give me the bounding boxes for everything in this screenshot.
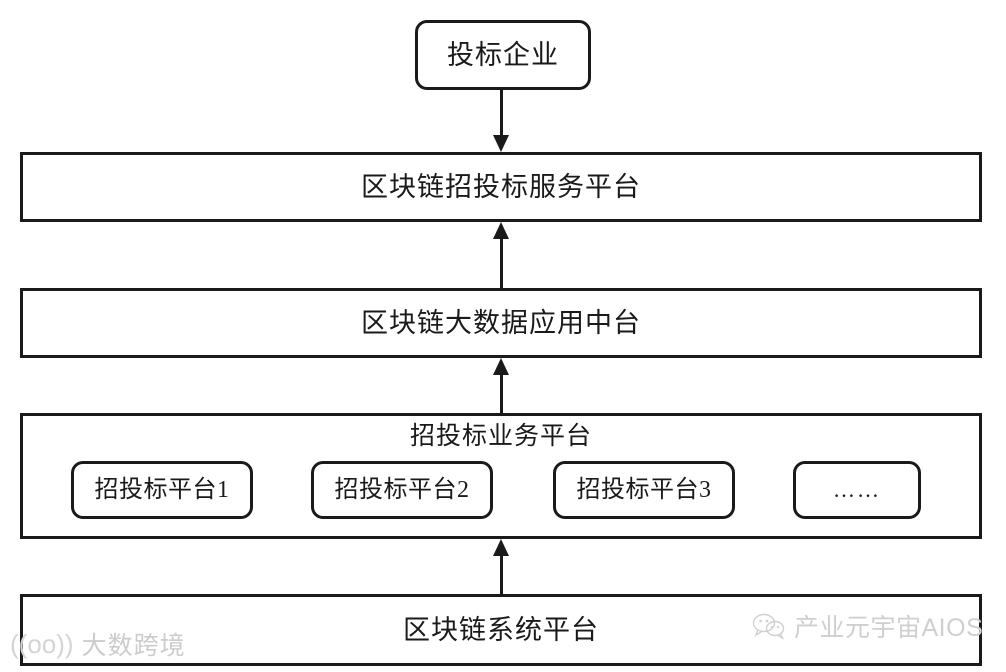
connector-line [500,374,503,413]
node-tender-platform-more: …… [793,461,921,519]
node-system-platform-label: 区块链系统平台 [403,614,599,645]
node-tender-platform-2: 招投标平台2 [311,461,493,519]
node-service-platform-label: 区块链招投标服务平台 [361,171,641,202]
node-service-platform: 区块链招投标服务平台 [20,152,982,222]
node-tender-platform-1-label: 招投标平台1 [94,477,230,503]
node-bigdata-platform: 区块链大数据应用中台 [20,288,982,358]
node-tender-platform-3: 招投标平台3 [553,461,735,519]
arrowhead-down-icon [493,135,509,152]
connector-line [500,555,503,594]
node-business-platform-label: 招投标业务平台 [409,423,592,450]
node-bidder: 投标企业 [415,20,591,90]
arrowhead-up-icon [493,358,509,375]
node-system-platform: 区块链系统平台 [20,594,982,666]
node-bidder-label: 投标企业 [447,39,559,70]
arrowhead-up-icon [493,222,509,239]
tender-platform-row: 招投标平台1 招投标平台2 招投标平台3 …… [23,461,979,521]
node-tender-platform-2-label: 招投标平台2 [334,477,470,503]
connector-line [500,238,503,288]
node-bigdata-platform-label: 区块链大数据应用中台 [361,307,641,338]
node-tender-platform-more-label: …… [833,477,881,502]
arrowhead-up-icon [493,539,509,556]
node-tender-platform-1: 招投标平台1 [71,461,253,519]
connector-line [500,90,503,136]
node-business-platform: 招投标业务平台 招投标平台1 招投标平台2 招投标平台3 …… [20,413,982,539]
node-tender-platform-3-label: 招投标平台3 [576,477,712,503]
